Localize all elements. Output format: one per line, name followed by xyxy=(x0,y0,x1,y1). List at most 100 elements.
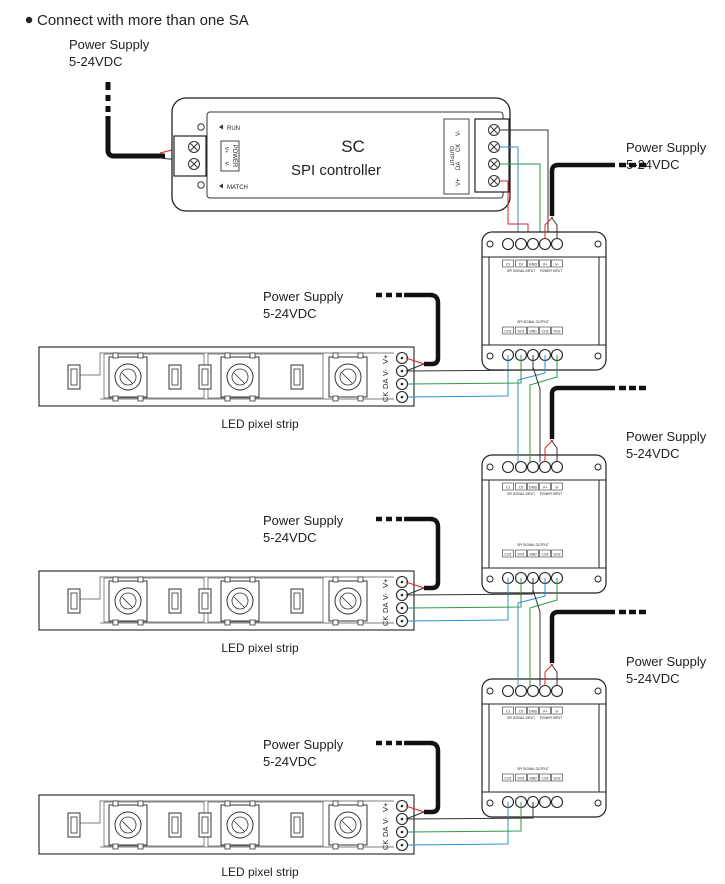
power-supply-label-controller: Power Supply 5-24VDC xyxy=(69,37,150,69)
sa-input-pin-label: V+ xyxy=(543,263,549,267)
led-pixel-chip xyxy=(220,352,260,402)
strip-pin-label: CK xyxy=(381,392,390,402)
sa-input-terminal xyxy=(501,237,515,251)
sa-input-terminal xyxy=(514,237,528,251)
strip-power-cable-1 xyxy=(376,292,441,372)
sa-input-pin-label: CI xyxy=(506,710,510,714)
strip-power-cable-2 xyxy=(376,516,441,596)
sa-input-pin-label: GND xyxy=(529,486,538,490)
sa-input-terminal xyxy=(538,684,552,698)
strip-component xyxy=(198,812,212,838)
sa-output-pin-label: CO1 xyxy=(505,777,512,781)
sa-input-pin-label: GND xyxy=(529,263,538,267)
sa-output-pin-label: DO2 xyxy=(554,330,561,334)
sa-input-terminal xyxy=(501,684,515,698)
sa-input-pin-label: CI xyxy=(506,263,510,267)
sa-output-terminal xyxy=(550,795,564,809)
sa-power-cable-1 xyxy=(544,162,646,239)
strip-component xyxy=(290,364,304,390)
strip-power-cable-3 xyxy=(376,740,441,820)
strip-component xyxy=(168,364,182,390)
sa-output-caption: SPI SIGNAL OUTPUT xyxy=(517,543,549,547)
sa-input-pin-label: V- xyxy=(555,486,559,490)
match-button xyxy=(197,181,205,189)
strip-component xyxy=(168,812,182,838)
controller-output-label: OUTPUT xyxy=(448,146,454,167)
strip-component xyxy=(290,588,304,614)
sa-3-output-wiring xyxy=(407,802,534,846)
power-supply-label-sa-3: Power Supply 5-24VDC xyxy=(626,654,707,686)
power-supply-voltage: 5-24VDC xyxy=(626,157,679,172)
controller-output-pin-ck: CK xyxy=(456,144,462,152)
strip-component xyxy=(67,588,81,614)
strip-pin-label: V- xyxy=(381,592,390,600)
power-supply-title: Power Supply xyxy=(263,289,344,304)
controller-power-pin-vplus: V+ xyxy=(223,147,229,153)
power-supply-voltage: 5-24VDC xyxy=(263,754,316,769)
sa-output-pin-label: GND xyxy=(529,777,537,781)
sa-power-cable-2 xyxy=(544,385,646,462)
sa-output-caption: SPI SIGNAL OUTPUT xyxy=(517,320,549,324)
strip-component xyxy=(168,588,182,614)
sa-output-pin-label: CO1 xyxy=(505,553,512,557)
power-supply-label-sa-2: Power Supply 5-24VDC xyxy=(626,429,707,461)
power-supply-label-strip-2: Power Supply 5-24VDC xyxy=(263,513,344,545)
strip-label-3: LED pixel strip xyxy=(221,865,299,879)
sa-output-caption: SPI SIGNAL OUTPUT xyxy=(517,767,549,771)
sa-input-terminal xyxy=(526,237,540,251)
sa-input-terminal xyxy=(526,684,540,698)
power-supply-title: Power Supply xyxy=(626,654,707,669)
strip-component xyxy=(198,364,212,390)
power-supply-label-strip-3: Power Supply 5-24VDC xyxy=(263,737,344,769)
sc-controller: RUN MATCH POWER V+ V- SC SPI controller … xyxy=(171,97,511,212)
power-supply-title: Power Supply xyxy=(626,140,707,155)
sa-input-pin-label: DI xyxy=(519,710,523,714)
controller-output-pin-vplus: V+ xyxy=(456,178,462,186)
strip-label-2: LED pixel strip xyxy=(221,641,299,655)
controller-power-terminal-block xyxy=(173,135,207,177)
led-pixel-chip xyxy=(220,576,260,626)
sa-output-pin-label: CO2 xyxy=(542,777,549,781)
strip-pin-label: DA xyxy=(381,603,390,613)
strip-pin-label: V+ xyxy=(381,354,390,364)
led-pixel-chip xyxy=(108,576,148,626)
run-label: RUN xyxy=(227,126,240,132)
sa-input-pin-label: CI xyxy=(506,486,510,490)
led-pixel-chip xyxy=(328,352,368,402)
power-supply-voltage: 5-24VDC xyxy=(263,530,316,545)
sa-input-terminal xyxy=(550,684,564,698)
strip-component xyxy=(67,812,81,838)
power-supply-title: Power Supply xyxy=(263,513,344,528)
sa-input-terminal xyxy=(538,237,552,251)
run-led xyxy=(197,123,205,131)
sa-input-pin-label: V- xyxy=(555,263,559,267)
controller-power-label: POWER xyxy=(231,145,237,168)
sa-input-caption: SPI SIGNAL INPUT xyxy=(507,492,535,496)
sa-input-terminal xyxy=(526,460,540,474)
sa-output-pin-label: CO1 xyxy=(505,330,512,334)
sa-input-terminal xyxy=(550,237,564,251)
power-supply-voltage: 5-24VDC xyxy=(626,446,679,461)
controller-title: SC xyxy=(341,137,365,156)
sa-input-pin-label: GND xyxy=(529,710,538,714)
led-pixel-chip xyxy=(108,352,148,402)
sa-input-terminal xyxy=(550,460,564,474)
sa-input-pin-label: V- xyxy=(555,710,559,714)
sa-1-output-wiring xyxy=(407,355,558,462)
power-supply-voltage: 5-24VDC xyxy=(69,54,122,69)
sa-output-pin-label: GND xyxy=(529,330,537,334)
heading: Connect with more than one SA xyxy=(37,12,249,29)
sa-2-output-wiring xyxy=(407,578,558,686)
sa-output-pin-label: CO2 xyxy=(542,330,549,334)
strip-pin-label: DA xyxy=(381,379,390,389)
sa-input-terminal xyxy=(501,460,515,474)
power-supply-label-strip-1: Power Supply 5-24VDC xyxy=(263,289,344,321)
sa-output-pin-label: CO2 xyxy=(542,553,549,557)
led-pixel-chip xyxy=(328,576,368,626)
sa-power-caption: POWER INPUT xyxy=(540,716,563,720)
sa-input-pin-label: V+ xyxy=(543,710,549,714)
